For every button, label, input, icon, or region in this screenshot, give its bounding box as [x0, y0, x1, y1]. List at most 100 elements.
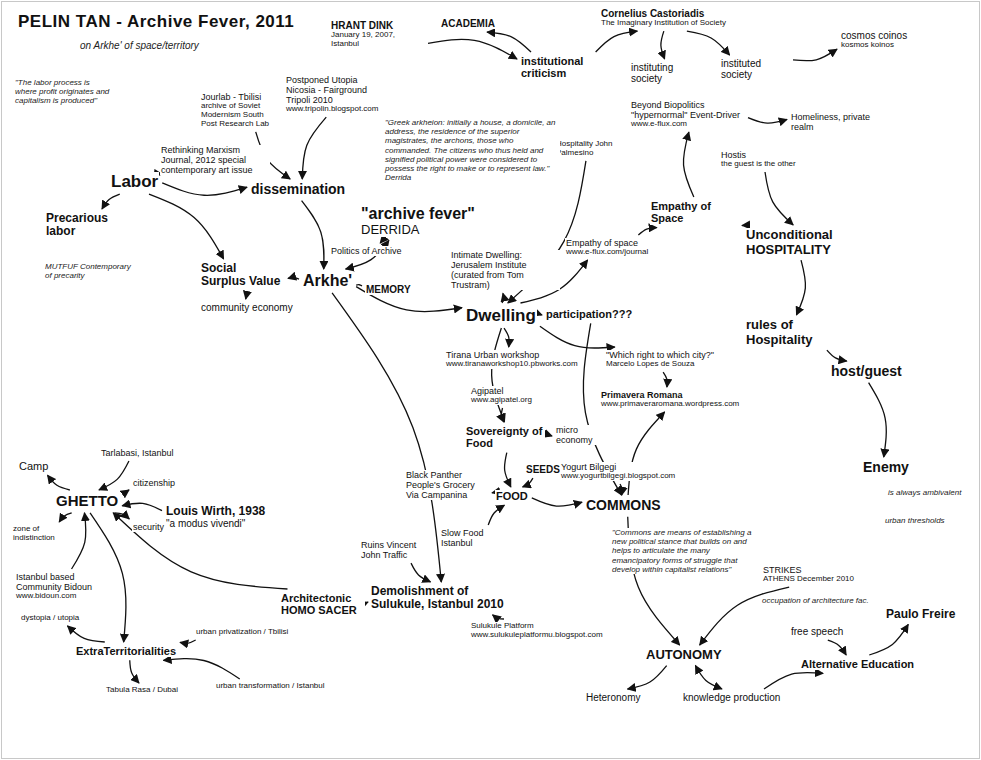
- term-text: "archive fever": [360, 205, 476, 223]
- connector-arrow: [492, 492, 493, 494]
- term-text: Hospitality John Palmesino: [555, 140, 630, 158]
- term-text: Black Panther People's Grocery Via Campa…: [405, 470, 490, 500]
- mind-map-term: COMMONS: [585, 498, 662, 514]
- connector-arrow: [149, 194, 224, 259]
- term-note: www.tiranaworkshop10.pbworks.com: [445, 360, 579, 369]
- mind-map-term: Social Surplus Value: [200, 262, 285, 289]
- connector-arrow: [114, 513, 129, 519]
- term-note: kosmos koinos: [840, 41, 908, 50]
- mind-map-term: Hospitality John Palmesino: [555, 140, 630, 158]
- term-note: DERRIDA: [360, 223, 476, 238]
- connector-arrow: [628, 666, 667, 689]
- connector-arrow: [288, 277, 299, 279]
- mind-map-term: cosmos coinoskosmos koinos: [840, 30, 908, 50]
- term-note: "a modus vivendi": [165, 518, 266, 529]
- mind-map-term: GHETTO: [55, 493, 119, 510]
- mind-map-term: "archive fever"DERRIDA: [360, 205, 476, 237]
- term-text: ACADEMIA: [440, 18, 496, 29]
- mind-map-term: Intimate Dwelling: Jerusalem Institute (…: [450, 250, 560, 290]
- mind-map-term: Architectonic HOMO SACER: [280, 592, 365, 617]
- term-text: COMMONS: [585, 498, 662, 514]
- connector-arrow: [764, 672, 823, 689]
- mind-map-term: Precarious labor: [45, 212, 120, 239]
- connector-arrow: [628, 412, 665, 495]
- connector-arrow: [302, 201, 324, 269]
- connector-arrow: [162, 183, 247, 195]
- connector-arrow: [488, 505, 504, 525]
- connector-arrow: [67, 626, 104, 642]
- term-text: Intimate Dwelling: Jerusalem Institute (…: [450, 250, 560, 290]
- term-text: Enemy: [862, 460, 910, 476]
- annotation-note: occupation of architecture fac.: [762, 596, 869, 605]
- mind-map-term: Cornelius CastoriadisThe Imaginary Insti…: [600, 8, 727, 28]
- annotation-note: is always ambivalent: [888, 488, 961, 497]
- connector-arrow: [492, 328, 505, 422]
- mind-map-term: Empathy of Space: [650, 200, 740, 225]
- term-text: rules of Hospitality: [745, 318, 845, 347]
- term-note: ATHENS December 2010: [762, 575, 855, 584]
- mind-map-term: Istanbul based Community Bidounwww.bidou…: [15, 572, 120, 601]
- connector-arrow: [663, 372, 667, 387]
- term-text: citizenship: [132, 478, 176, 488]
- mind-map-term: dissemination: [250, 182, 346, 198]
- term-note: www.agipatel.org: [470, 396, 533, 405]
- annotation-note: "Greek arkheion: initially a house, a do…: [385, 118, 560, 182]
- term-text: Sulukule Platform: [470, 622, 604, 631]
- term-text: Rethinking Marxism Journal, 2012 special…: [160, 145, 270, 175]
- term-text: institutional criticism: [520, 55, 610, 80]
- mind-map-term: micro economy: [555, 425, 615, 445]
- term-text: Agipatel: [470, 386, 533, 396]
- term-text: SEEDS: [525, 464, 561, 475]
- mind-map-term: zone of indistinction: [12, 525, 74, 543]
- mind-map-term: Sulukule Platformwww.sulukuleplatformu.b…: [470, 622, 604, 640]
- term-text: dystopia / utopia: [20, 614, 80, 623]
- term-text: micro economy: [555, 425, 615, 445]
- term-text: Homeliness, private realm: [790, 112, 890, 132]
- mind-map-term: Unconditional HOSPITALITY: [745, 228, 860, 257]
- annotation-note: "The labor process is where profit origi…: [15, 78, 110, 106]
- mind-map-term: Ruins Vincent John Traffic: [360, 540, 435, 560]
- mind-map-term: Tarlabasi, Istanbul: [100, 448, 175, 458]
- term-text: host/guest: [830, 364, 903, 380]
- term-text: Arkhe': [302, 272, 353, 290]
- connector-arrow: [245, 292, 246, 299]
- term-text: knowledge production: [682, 692, 781, 703]
- connector-arrow: [59, 513, 71, 522]
- term-text: urban privatization / Tbilisi: [195, 628, 289, 637]
- connector-arrow: [548, 435, 552, 437]
- mind-map-term: citizenship: [132, 478, 176, 488]
- connector-arrow: [596, 31, 638, 52]
- term-text: Tarlabasi, Istanbul: [100, 448, 175, 458]
- term-text: cosmos coinos: [840, 30, 908, 41]
- mind-map-term: host/guest: [830, 364, 903, 380]
- mind-map-term: SEEDS: [525, 464, 561, 475]
- mind-map-term: Hostisthe guest is the other: [720, 150, 797, 169]
- connector-arrow: [332, 293, 441, 582]
- mind-map-term: knowledge production: [682, 692, 781, 703]
- connector-arrow: [748, 118, 787, 124]
- term-text: Architectonic HOMO SACER: [280, 592, 365, 617]
- term-note: www.primaveraromana.wordpress.com: [600, 400, 740, 409]
- term-text: instituting society: [630, 62, 700, 84]
- mind-map-term: AUTONOMY: [645, 648, 723, 663]
- term-text: Heteronomy: [585, 692, 641, 703]
- annotation-note: on Arkhe' of space/territory: [80, 40, 199, 52]
- mind-map-term: Tabula Rasa / Dubai: [105, 686, 179, 695]
- term-text: community economy: [200, 302, 294, 313]
- term-text: Tabula Rasa / Dubai: [105, 686, 179, 695]
- connector-arrow: [765, 172, 793, 225]
- mind-map-term: Tirana Urban workshopwww.tiranaworkshop1…: [445, 350, 579, 369]
- mind-map-term: Slow Food Istanbul: [440, 528, 515, 548]
- connector-arrow: [828, 640, 846, 655]
- mind-map-term: Camp: [18, 460, 49, 472]
- term-note: www.tripolin.blogspot.com: [285, 105, 385, 114]
- term-text: STRIKES: [762, 565, 855, 575]
- mind-map-term: Arkhe': [302, 272, 353, 290]
- term-text: Hostis: [720, 150, 797, 160]
- term-text: FOOD: [495, 490, 529, 502]
- connector-arrow: [532, 498, 582, 506]
- mind-map-term: urban privatization / Tbilisi: [195, 628, 289, 637]
- term-note: the guest is the other: [720, 160, 797, 169]
- term-note: January 19, 2007, Istanbul: [330, 31, 425, 49]
- term-note: archive of Soviet Modernism South Post R…: [200, 102, 280, 129]
